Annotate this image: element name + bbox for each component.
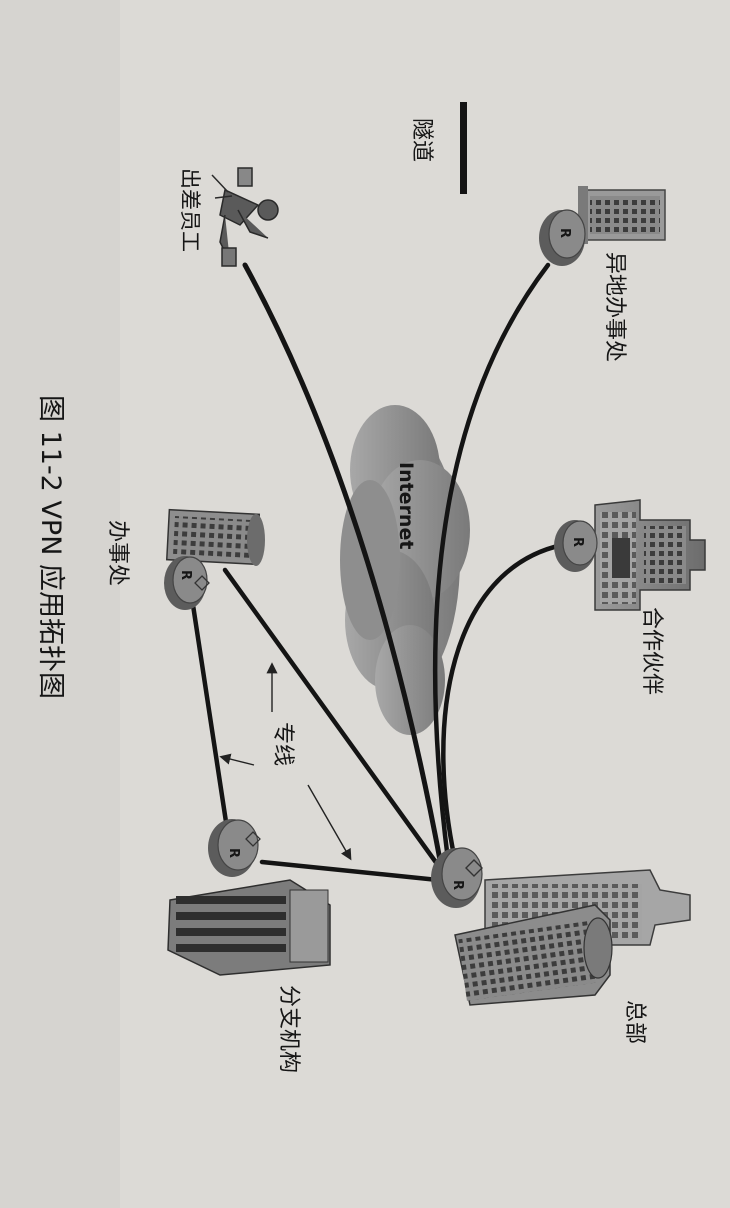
leased-line-label: 专线 [270,722,295,766]
partner-router-label: R [570,537,585,547]
office-label: 办事处 [105,520,130,586]
partner-label: 合作伙伴 [639,607,664,695]
remote-office-building [578,186,665,244]
figure-caption: 图 11-2 VPN 应用拓扑图 [35,395,66,699]
office-router-label: R [178,570,193,580]
branch-router-label: R [226,848,241,858]
branch-label: 分支机构 [276,985,301,1073]
remote-office-router-label: R [557,228,572,238]
traveling-staff-label: 出差员工 [178,168,202,252]
remote-office-label: 异地办事处 [602,252,627,362]
headquarters-label: 总部 [622,1000,647,1044]
headquarters-router-label: R [450,880,465,890]
remote-office-router: R [539,210,585,266]
legend-tunnel-label: 隧道 [409,118,434,162]
legend-tunnel-line [460,102,467,194]
internet-label: Internet [395,462,417,549]
